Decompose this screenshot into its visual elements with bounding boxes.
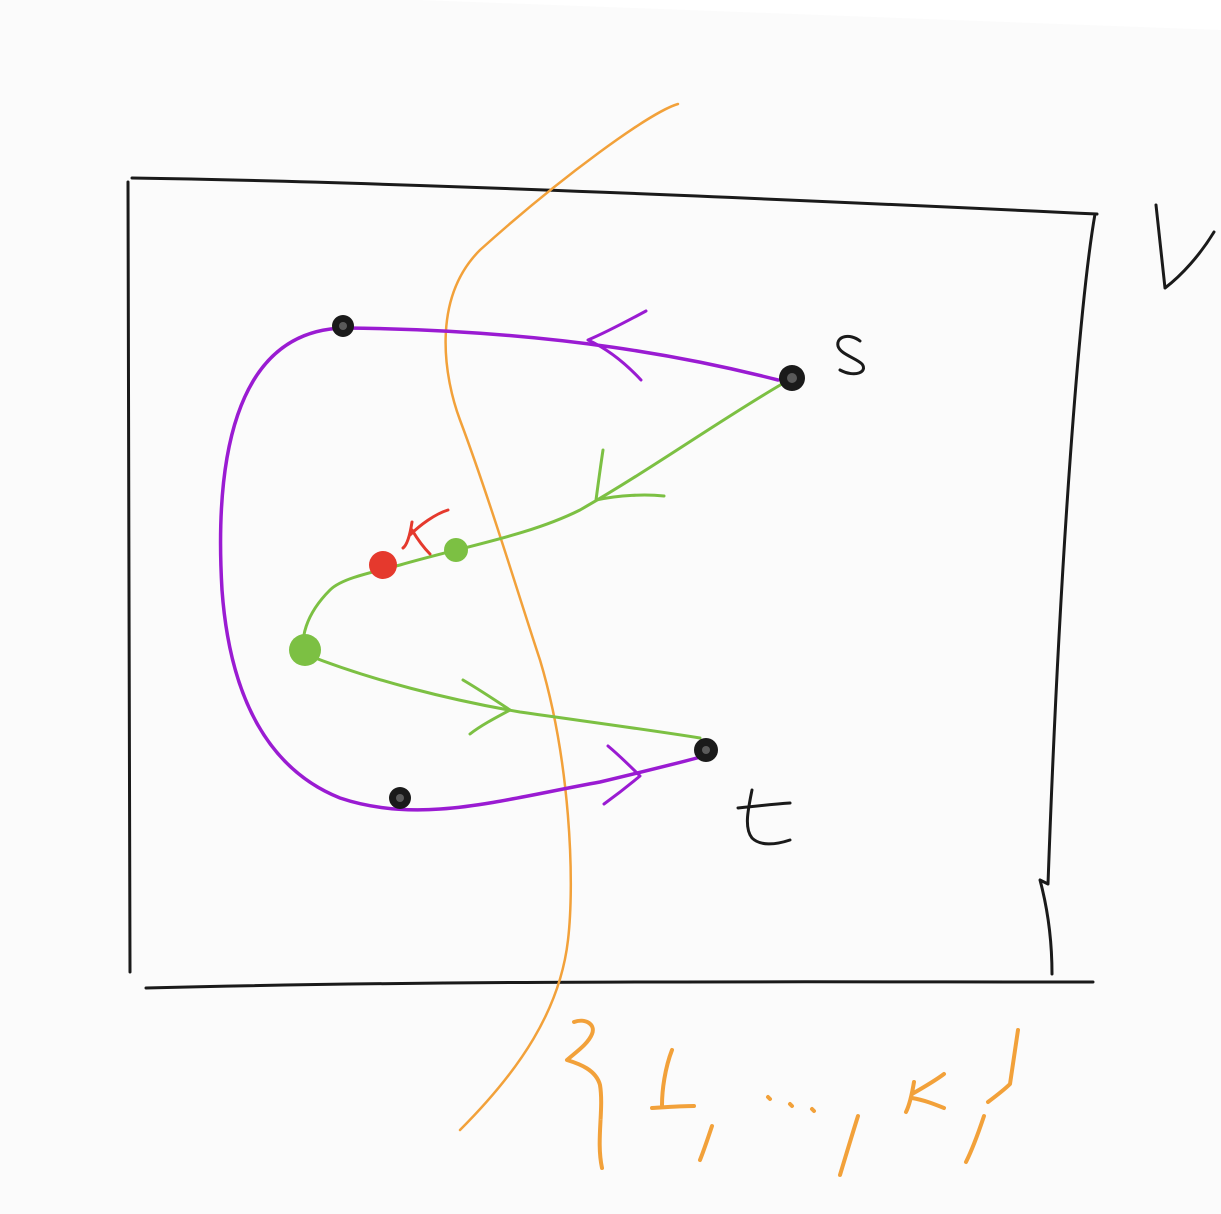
green-arrow-lower: [461, 678, 512, 736]
cut-index-label: [565, 1018, 1020, 1177]
box-right-edge: [1038, 212, 1097, 976]
green-arrow-upper: [594, 448, 666, 502]
label-s-stroke: [836, 334, 865, 376]
purple-arrow-bottom: [602, 744, 642, 806]
label-t-stroke: [736, 788, 792, 846]
set-v-label-text: V: [1150, 289, 1151, 291]
box-top-edge: [130, 176, 1099, 216]
node-green-mid: [444, 538, 468, 562]
node-s: [779, 365, 805, 391]
node-green-turn: [289, 634, 321, 666]
label-k-stroke: [401, 508, 450, 556]
label-k-text: K: [405, 549, 406, 551]
purple-path: [218, 326, 780, 812]
box-left-edge: [126, 180, 132, 974]
label-s-text: s: [838, 371, 839, 373]
node-purple-top: [332, 315, 354, 337]
node-k: [369, 551, 397, 579]
cut-index-label-text: {1,...,k}: [600, 1119, 604, 1121]
set-v-label: [1154, 203, 1216, 290]
box-bottom-edge: [144, 980, 1095, 990]
node-t: [694, 738, 718, 762]
green-path: [301, 382, 784, 740]
purple-arrow-top: [586, 309, 648, 382]
cut-curve: [444, 102, 680, 1132]
node-purple-bottom: [389, 787, 411, 809]
set-v-box: [126, 176, 1099, 990]
